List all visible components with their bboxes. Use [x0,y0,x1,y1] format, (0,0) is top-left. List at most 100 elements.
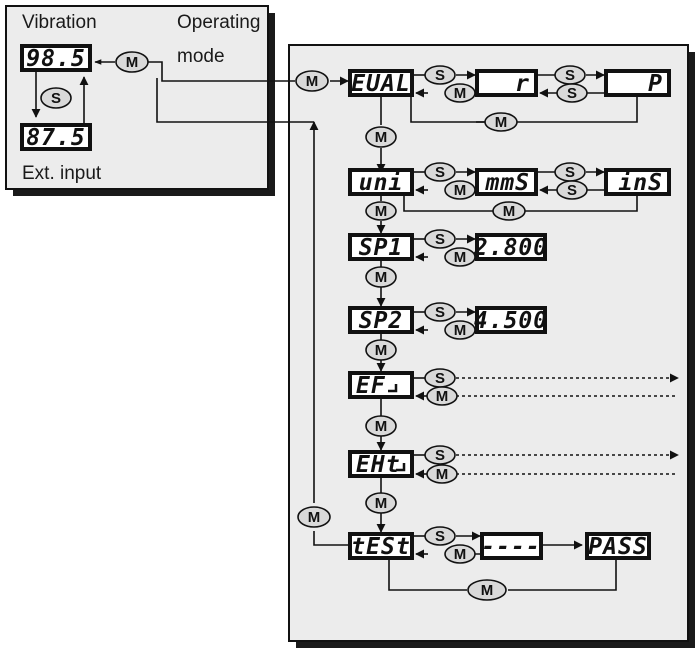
svg-text:M: M [375,129,388,146]
svg-text:M: M [375,342,388,359]
svg-text:SP2: SP2 [359,308,404,334]
eval-display[interactable]: EUAL [348,69,414,97]
uni-display[interactable]: uni [348,168,414,196]
svg-text:S: S [567,85,577,102]
eval-r-display[interactable]: r [475,69,538,97]
set-button: S [554,65,586,85]
svg-text:M: M [454,182,467,199]
sp1-value-display[interactable]: 2.800 [473,233,548,261]
svg-text:S: S [435,231,445,248]
sp2-value-display[interactable]: 4.500 [474,306,548,334]
mode-button: M [484,112,518,132]
set-button: S [424,229,456,249]
svg-text:M: M [495,114,508,131]
svg-text:S: S [435,67,445,84]
svg-text:M: M [454,546,467,563]
set-button: S [40,87,72,109]
mode-button: M [295,70,329,92]
uni-ins-display[interactable]: inS [604,168,671,196]
set-button: S [424,65,456,85]
svg-text:S: S [565,164,575,181]
svg-text:M: M [454,249,467,266]
set-button: S [424,302,456,322]
svg-text:M: M [375,418,388,435]
svg-text:S: S [435,164,445,181]
mode-button: M [365,126,397,148]
uni-mms-display[interactable]: mmS [475,168,538,196]
mode-button: M [444,544,476,564]
svg-text:S: S [435,304,445,321]
svg-text:P: P [648,71,663,97]
svg-text:2.800: 2.800 [473,235,548,261]
sp1-display[interactable]: SP1 [348,233,414,261]
mode-button: M [467,579,507,601]
svg-text:SP1: SP1 [359,235,404,261]
svg-text:S: S [435,447,445,464]
mode-button: M [444,83,476,103]
vibration-label: Vibration [22,12,97,33]
sp2-display[interactable]: SP2 [348,306,414,334]
mode-button: M [444,247,476,267]
mode-button: M [365,415,397,437]
svg-text:4.500: 4.500 [474,308,548,334]
vibration-value-display: 98.5 [20,44,92,72]
svg-text:M: M [436,466,449,483]
buttons[interactable]: S M M M S M S S M M S M S S M M S M M S … [40,51,588,601]
set-button: S [424,368,456,388]
svg-text:M: M [375,203,388,220]
ext-input-label: Ext. input [22,163,102,184]
test-pass-display: PASS [585,532,651,560]
svg-text:tESt: tESt [351,534,410,560]
mode-button: M [444,320,476,340]
svg-text:M: M [375,495,388,512]
test-dashes-display: ---- [480,532,543,560]
svg-text:M: M [375,269,388,286]
svg-text:S: S [435,528,445,545]
svg-text:mmS: mmS [484,170,530,196]
mode-button: M [365,201,397,221]
set-button: S [424,445,456,465]
set-button: S [424,526,456,546]
eht-display[interactable]: EHt [348,450,414,478]
mode-label: mode [177,46,225,67]
svg-text:r: r [515,71,530,97]
mode-button: M [365,492,397,514]
svg-text:M: M [454,85,467,102]
mode-button: M [365,339,397,361]
svg-text:M: M [454,322,467,339]
svg-text:uni: uni [359,170,404,196]
svg-text:M: M [481,582,494,599]
svg-text:S: S [567,182,577,199]
svg-text:----: ---- [481,534,540,560]
svg-text:S: S [51,90,61,107]
dotted-lines [456,373,679,475]
svg-text:M: M [306,73,319,90]
mode-button: M [444,180,476,200]
set-button: S [556,180,588,200]
svg-text:M: M [308,509,321,526]
ext-input-value-display: 87.5 [20,123,92,151]
svg-text:EUAL: EUAL [351,71,410,97]
mode-button: M [426,386,458,406]
svg-text:M: M [436,388,449,405]
svg-text:98.5: 98.5 [26,46,85,72]
set-button: S [424,162,456,182]
operating-label: Operating [177,12,260,33]
ef-display[interactable]: EF [348,371,414,399]
mode-button: M [297,506,331,528]
svg-text:EHt: EHt [356,452,401,478]
mode-button: M [365,266,397,288]
run-mode-panel [5,5,275,196]
mode-button: M [115,51,149,73]
set-button: S [554,162,586,182]
svg-text:PASS: PASS [588,534,647,560]
test-display[interactable]: tESt [348,532,414,560]
mode-button: M [492,201,526,221]
svg-text:EF: EF [356,373,386,399]
svg-text:inS: inS [618,170,663,196]
set-button: S [556,83,588,103]
svg-text:M: M [126,54,139,71]
svg-text:S: S [565,67,575,84]
eval-p-display[interactable]: P [604,69,671,97]
svg-text:S: S [435,370,445,387]
